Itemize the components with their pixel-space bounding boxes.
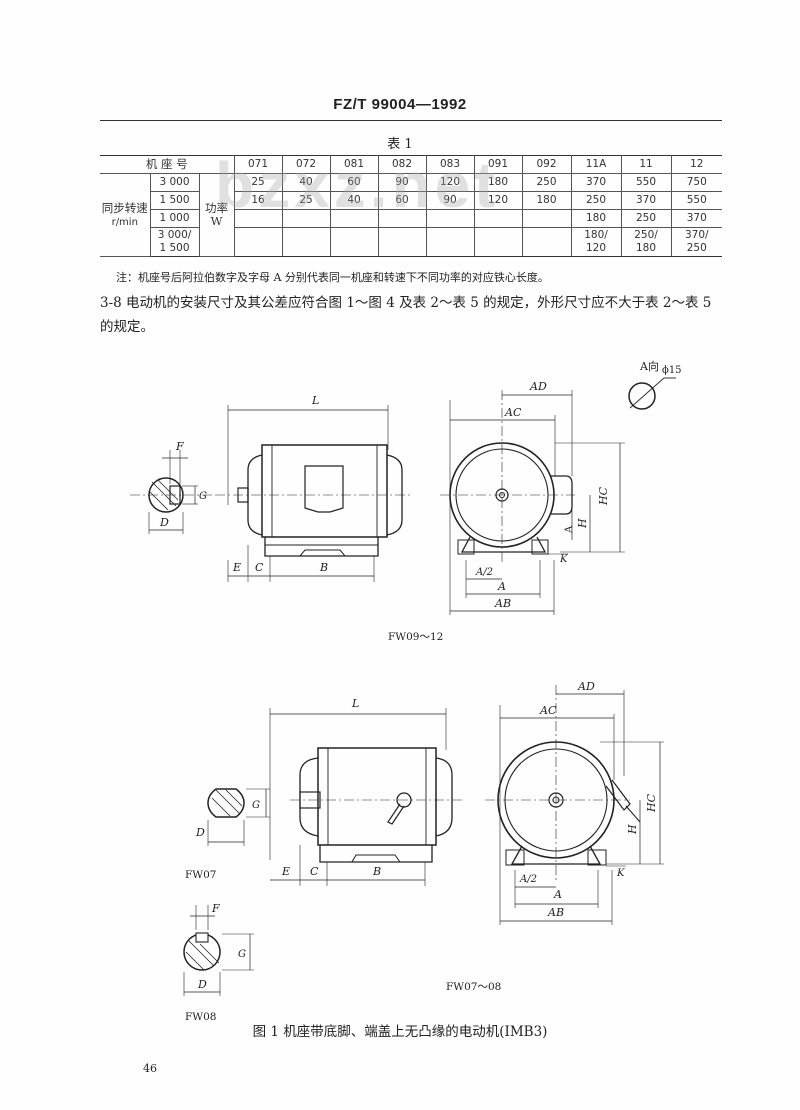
table-cell: 370/250 xyxy=(670,227,722,257)
dim-e: E xyxy=(281,865,290,878)
dim-l: L xyxy=(311,394,319,407)
speed-value: 3 000/1 500 xyxy=(150,227,200,257)
leader-line xyxy=(629,377,665,409)
table-title: 表 1 xyxy=(387,137,413,152)
dim-ab: AB xyxy=(494,597,511,610)
standard-number: FZ/T 99004—1992 xyxy=(333,96,467,113)
table-cell xyxy=(521,227,572,257)
dim-ac: AC xyxy=(539,704,557,717)
bottom-front-view: AD AC HC H K A/2 A AB xyxy=(485,680,664,925)
table-cell xyxy=(377,227,427,257)
dim-b: B xyxy=(372,865,381,878)
mounting-hole-circle xyxy=(628,382,656,410)
table-cell: 60 xyxy=(329,173,379,192)
dim-a-half: A/2 xyxy=(475,567,493,578)
fw07-08-label: FW07～08 xyxy=(446,981,501,993)
dim-c: C xyxy=(310,865,319,878)
dim-ab: AB xyxy=(547,906,564,919)
speed-label: 同步转速 xyxy=(101,200,148,215)
dim-a-half: A/2 xyxy=(519,874,537,885)
power-table: 机 座 号 071 072 081 082 083 091 092 11A 11… xyxy=(100,155,722,257)
table-cell xyxy=(473,227,523,257)
fw08-shaft-section: F G D xyxy=(183,902,254,996)
table-cell: 180 xyxy=(521,191,572,210)
header-rule xyxy=(100,120,722,121)
terminal-box xyxy=(304,465,344,513)
motor-body xyxy=(261,444,388,538)
motor-body xyxy=(317,747,437,846)
power-unit: W xyxy=(210,214,223,228)
table-row: 3 000/1 500 180/120 250/180 370/250 xyxy=(100,227,722,257)
dim-a: A xyxy=(497,580,506,593)
dim-h: H xyxy=(626,824,639,835)
dim-g: G xyxy=(199,491,207,502)
dim-ad: AD xyxy=(577,680,595,693)
dim-d: D xyxy=(195,826,205,839)
page-number: 46 xyxy=(143,1062,157,1075)
table-cell: 90 xyxy=(425,191,475,210)
table-row: 1 500 16 25 40 60 90 120 180 250 370 550 xyxy=(100,191,722,210)
dim-g: G xyxy=(238,949,246,960)
hole-label: ϕ15 xyxy=(662,365,682,376)
table-row: 1 000 180 250 370 xyxy=(100,209,722,228)
top-side-view: L E C B xyxy=(215,394,410,582)
dim-ad: AD xyxy=(529,380,547,393)
dim-k: K xyxy=(559,554,568,565)
view-a-label: A向 xyxy=(639,359,659,373)
table-cell xyxy=(329,227,379,257)
top-shaft-section: F G D xyxy=(130,440,215,534)
dim-d: D xyxy=(197,978,207,991)
motor-feet xyxy=(510,845,602,865)
table-cell: 250 xyxy=(570,191,622,210)
fw07-shaft-section: G D xyxy=(195,788,270,846)
keyway xyxy=(195,932,209,943)
dim-hc: HC xyxy=(597,486,610,506)
table-cell: 180 xyxy=(570,209,622,228)
motor-feet xyxy=(460,536,547,553)
motor-feet xyxy=(264,537,379,557)
bottom-side-view: L E C B xyxy=(269,697,462,886)
cable-gland xyxy=(605,779,631,811)
dim-e: E xyxy=(232,561,241,574)
dim-a: A xyxy=(553,888,562,901)
dim-c: C xyxy=(255,561,264,574)
dim-k: K xyxy=(616,868,625,879)
dim-d: D xyxy=(159,516,169,529)
table-cell: 750 xyxy=(670,173,722,192)
dim-f: F xyxy=(211,902,220,915)
view-a-arrow-label: A xyxy=(564,525,575,534)
dim-l: L xyxy=(351,697,359,710)
table-cell: 180/120 xyxy=(570,227,622,257)
motor-feet xyxy=(319,845,433,863)
dim-ac: AC xyxy=(504,406,522,419)
table-cell: 40 xyxy=(329,191,379,210)
top-front-view: AD AC HC H A K A/2 A AB xyxy=(440,380,625,615)
table-row: 同步转速 r/min 3 000 功率 W 25 40 60 90 120 18… xyxy=(100,173,722,257)
speed-unit: r/min xyxy=(111,216,138,228)
fw09-12-label: FW09～12 xyxy=(388,631,443,643)
dim-hc: HC xyxy=(645,793,658,813)
view-a-detail: A向 ϕ15 xyxy=(628,359,682,410)
dim-h: H xyxy=(576,518,589,529)
fw07-label: FW07 xyxy=(185,869,216,881)
dim-b: B xyxy=(319,561,328,574)
power-label: 功率 xyxy=(205,201,228,215)
dim-f: F xyxy=(175,440,184,453)
table-note: 注：机座号后阿拉伯数字及字母 A 分别代表同一机座和转速下不同功率的对应铁心长度… xyxy=(116,271,549,284)
fw08-label: FW08 xyxy=(185,1011,216,1023)
clause-3-8: 3-8 电动机的安装尺寸及其公差应符合图 1～图 4 及表 2～表 5 的规定，… xyxy=(100,295,712,335)
table-cell xyxy=(233,227,283,257)
dim-g: G xyxy=(252,800,260,811)
speed-label-cell: 同步转速 r/min xyxy=(100,173,151,257)
table-cell xyxy=(281,227,331,257)
figure-caption: 图 1 机座带底脚、端盖上无凸缘的电动机(IMB3) xyxy=(252,1024,548,1040)
